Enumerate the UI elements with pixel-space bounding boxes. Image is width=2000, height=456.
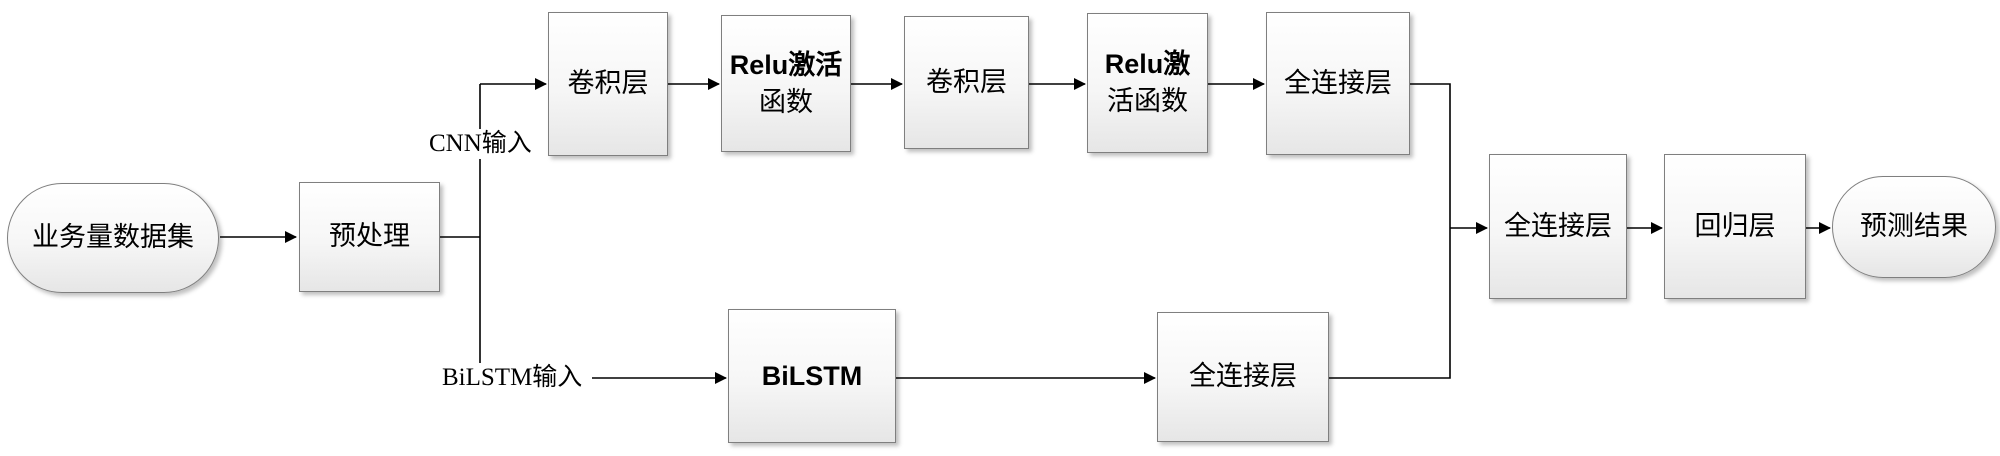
node-relu2-line1: Relu激 xyxy=(1104,49,1191,79)
node-fc-lstm: 全连接层 xyxy=(1157,312,1329,442)
label-bilstm-input: BiLSTM输入 xyxy=(441,363,584,393)
node-relu1: Relu激活 函数 xyxy=(721,15,851,152)
node-dataset: 业务量数据集 xyxy=(7,183,219,293)
node-conv1: 卷积层 xyxy=(548,12,668,156)
line-fc-cnn-to-merge xyxy=(1410,83,1451,228)
node-relu2: Relu激 活函数 xyxy=(1087,13,1208,153)
node-conv1-label: 卷积层 xyxy=(567,68,649,99)
node-preprocess: 预处理 xyxy=(299,182,440,292)
node-conv2-label: 卷积层 xyxy=(926,66,1007,98)
label-cnn-input: CNN输入 xyxy=(428,129,533,159)
node-fc-cnn: 全连接层 xyxy=(1266,12,1410,155)
node-fc-lstm-label: 全连接层 xyxy=(1189,361,1297,392)
node-dataset-label: 业务量数据集 xyxy=(32,222,194,253)
node-result: 预测结果 xyxy=(1832,176,1996,278)
line-fc-lstm-to-merge xyxy=(1329,228,1451,379)
node-preprocess-label: 预处理 xyxy=(329,221,410,252)
node-fc-cnn-label: 全连接层 xyxy=(1284,67,1392,99)
node-relu2-line2: 活函数 xyxy=(1107,86,1188,117)
node-bilstm: BiLSTM xyxy=(728,309,896,443)
node-relu1-line1: Relu激活 xyxy=(729,49,843,80)
node-bilstm-label: BiLSTM xyxy=(761,361,863,391)
node-result-label: 预测结果 xyxy=(1860,211,1968,242)
node-conv2: 卷积层 xyxy=(904,16,1029,149)
node-relu1-line2: 函数 xyxy=(759,86,813,118)
node-fc-merge: 全连接层 xyxy=(1489,154,1627,299)
node-fc-merge-label: 全连接层 xyxy=(1504,210,1612,242)
node-regression: 回归层 xyxy=(1664,154,1806,299)
node-regression-label: 回归层 xyxy=(1694,210,1776,242)
